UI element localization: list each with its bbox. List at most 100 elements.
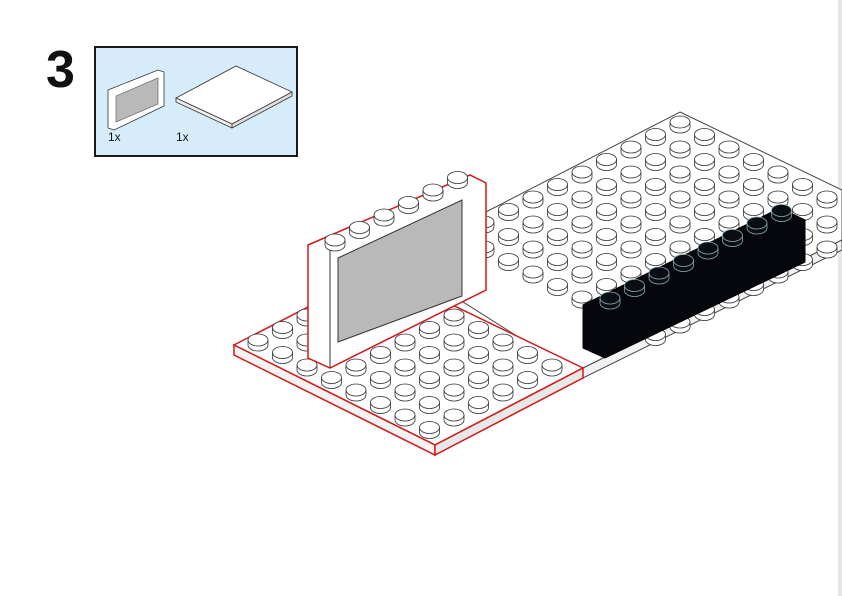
stud bbox=[596, 228, 617, 241]
stud bbox=[419, 421, 440, 434]
stud bbox=[370, 371, 391, 384]
stud bbox=[547, 278, 568, 291]
stud bbox=[620, 165, 642, 179]
stud bbox=[816, 240, 838, 254]
stud bbox=[645, 128, 666, 141]
stud bbox=[370, 396, 391, 409]
stud bbox=[547, 203, 568, 216]
stud bbox=[571, 290, 593, 304]
window-glass bbox=[337, 199, 463, 343]
stud bbox=[669, 215, 691, 229]
stud bbox=[816, 190, 838, 204]
stud bbox=[645, 203, 666, 216]
stud bbox=[419, 346, 440, 359]
stud bbox=[522, 265, 544, 279]
stud bbox=[718, 165, 740, 179]
stud bbox=[669, 240, 691, 254]
stud bbox=[669, 165, 691, 179]
stud bbox=[722, 229, 743, 242]
stud bbox=[394, 383, 416, 397]
stud bbox=[620, 240, 642, 254]
stud bbox=[443, 308, 465, 322]
page-edge bbox=[838, 0, 842, 596]
stud bbox=[694, 178, 715, 191]
stud bbox=[624, 279, 645, 292]
stud bbox=[272, 321, 293, 334]
stud bbox=[571, 240, 593, 254]
stud bbox=[743, 178, 764, 191]
stud bbox=[645, 253, 666, 266]
stud bbox=[746, 216, 768, 230]
stud bbox=[468, 396, 489, 409]
stud bbox=[596, 178, 617, 191]
stud bbox=[694, 228, 715, 241]
stud bbox=[547, 228, 568, 241]
stud bbox=[443, 333, 465, 347]
stud bbox=[596, 153, 617, 166]
stud bbox=[394, 408, 416, 422]
stud bbox=[620, 140, 642, 154]
stud bbox=[673, 254, 694, 267]
stud bbox=[468, 346, 489, 359]
stud bbox=[571, 215, 593, 229]
stud bbox=[394, 333, 416, 347]
stud bbox=[370, 346, 391, 359]
stud bbox=[517, 371, 538, 384]
stud bbox=[645, 228, 666, 241]
stud bbox=[743, 203, 764, 216]
parts-callout: 1x 1x bbox=[94, 46, 298, 157]
parts-images bbox=[107, 65, 293, 131]
stud bbox=[468, 321, 489, 334]
stud bbox=[272, 346, 293, 359]
stud bbox=[468, 371, 489, 384]
stud bbox=[247, 333, 269, 347]
stud bbox=[422, 183, 444, 197]
stud bbox=[321, 371, 342, 384]
stud bbox=[349, 221, 370, 234]
stud bbox=[447, 171, 468, 184]
stud bbox=[645, 178, 666, 191]
stud bbox=[620, 265, 642, 279]
stud bbox=[571, 165, 593, 179]
stud bbox=[718, 215, 740, 229]
stud bbox=[398, 196, 419, 209]
stud bbox=[697, 241, 719, 255]
stud bbox=[522, 190, 544, 204]
stud bbox=[541, 358, 563, 372]
stud bbox=[345, 383, 367, 397]
stud bbox=[669, 115, 691, 129]
stud bbox=[443, 383, 465, 397]
stud bbox=[596, 203, 617, 216]
new-plate-side bbox=[434, 366, 584, 457]
stud bbox=[547, 253, 568, 266]
stud bbox=[419, 371, 440, 384]
stud bbox=[645, 153, 666, 166]
window-frame bbox=[307, 171, 487, 369]
stud bbox=[599, 291, 621, 305]
black-brick bbox=[582, 204, 806, 359]
stud bbox=[596, 278, 617, 291]
stud bbox=[571, 190, 593, 204]
stud bbox=[620, 215, 642, 229]
stud bbox=[792, 178, 813, 191]
stud bbox=[718, 140, 740, 154]
stud bbox=[694, 128, 715, 141]
stud bbox=[419, 396, 440, 409]
stud bbox=[373, 208, 395, 222]
stud bbox=[345, 358, 367, 372]
stud bbox=[492, 383, 514, 397]
stud bbox=[571, 265, 593, 279]
stud bbox=[743, 153, 764, 166]
stud bbox=[596, 253, 617, 266]
stud bbox=[694, 203, 715, 216]
stud bbox=[547, 178, 568, 191]
stud bbox=[296, 358, 318, 372]
stud bbox=[620, 190, 642, 204]
stud bbox=[498, 203, 519, 216]
stud bbox=[419, 321, 440, 334]
stud bbox=[522, 240, 544, 254]
part-quantity: 1x bbox=[176, 130, 189, 144]
stud bbox=[498, 228, 519, 241]
stud bbox=[771, 204, 792, 217]
stud bbox=[324, 233, 346, 247]
